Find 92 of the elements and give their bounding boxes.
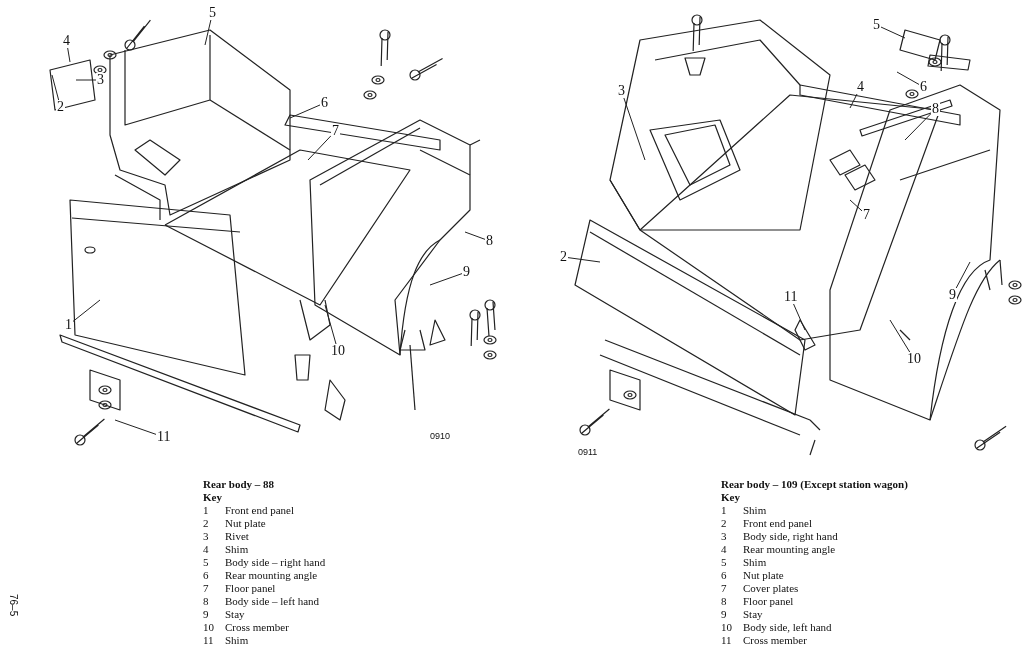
key-number: 3 [203,530,209,543]
key-number: 11 [203,634,214,647]
key-entry: Front end panel [225,504,295,517]
key-entry: Body side, right hand [743,530,838,543]
callout-number: 10 [906,352,922,366]
key-entry: Shim [743,504,767,517]
key-title: Rear body – 109 (Except station wagon) [721,478,908,491]
leader-line [889,319,911,353]
leader-line [51,74,60,101]
leader-line [114,419,157,435]
leader-line [429,273,463,286]
key-number: 9 [203,608,209,621]
key-entry: Body side, left hand [743,621,832,634]
leader-line [289,104,321,119]
key-number: 1 [203,504,209,517]
leader-line [955,261,971,289]
leader-line [464,231,486,240]
key-entry: Body side – left hand [225,595,320,608]
leader-line [849,199,863,212]
key-entry: Cross member [743,634,807,647]
key-entry: Stay [225,608,245,621]
leader-line [567,257,601,263]
key-number: 11 [721,634,732,647]
key-number: 10 [203,621,214,634]
key-number: 7 [721,582,727,595]
key-number: 7 [203,582,209,595]
key-number: 10 [721,621,732,634]
callout-number: 9 [462,265,471,279]
key-number: 5 [721,556,727,569]
key-number: 4 [721,543,727,556]
callout-number: 1 [64,318,73,332]
leader-line [793,303,806,331]
key-title: Rear body – 88 [203,478,274,491]
callout-number: 8 [931,102,940,116]
key-entry: Stay [743,608,763,621]
key-entry: Shim [743,556,767,569]
key-entry: Rear mounting angle [743,543,836,556]
key-entry: Body side – right hand [225,556,326,569]
figure-code: 0910 [430,430,451,443]
leader-line [904,113,932,141]
leader-line [623,97,646,161]
figure-code: 0911 [578,446,598,459]
key-number: 9 [721,608,727,621]
key-number: 8 [203,595,209,608]
key-entry: Floor panel [225,582,276,595]
callout-number: 6 [320,96,329,110]
key-entry: Shim [225,634,249,647]
page-number: 76–5 [7,594,20,617]
key-entry: Cross member [225,621,289,634]
callout-number: 2 [56,100,65,114]
leader-line [324,304,337,345]
key-number: 5 [203,556,209,569]
key-entry: Rivet [225,530,249,543]
callout-number: 2 [559,250,568,264]
key-entry: Nut plate [743,569,784,582]
leader-line [72,299,101,322]
key-heading: Key [721,491,740,504]
key-entry: Floor panel [743,595,794,608]
callout-number: 6 [919,80,928,94]
leader-line [204,19,212,46]
leader-line [880,26,906,39]
callout-number: 7 [862,208,871,222]
key-number: 8 [721,595,727,608]
callout-number: 5 [872,18,881,32]
key-entry: Cover plates [743,582,799,595]
callout-number: 9 [948,288,957,302]
key-entry: Nut plate [225,517,266,530]
key-heading: Key [203,491,222,504]
leader-line [67,47,71,63]
key-number: 4 [203,543,209,556]
key-number: 2 [203,517,209,530]
key-number: 1 [721,504,727,517]
key-entry: Rear mounting angle [225,569,318,582]
callout-number: 3 [96,73,105,87]
callout-number: 11 [783,290,799,304]
callout-number: 4 [856,80,865,94]
key-number: 3 [721,530,727,543]
key-number: 6 [721,569,727,582]
leader-line [896,71,920,85]
callout-number: 11 [156,430,172,444]
callout-number: 5 [208,6,217,20]
leader-line [307,135,332,161]
key-entry: Shim [225,543,249,556]
key-entry: Front end panel [743,517,813,530]
callout-number: 3 [617,84,626,98]
key-number: 2 [721,517,727,530]
callout-number: 7 [331,124,340,138]
key-number: 6 [203,569,209,582]
leader-line [75,79,97,81]
callout-number: 8 [485,234,494,248]
callout-number: 10 [330,344,346,358]
callout-number: 4 [62,34,71,48]
